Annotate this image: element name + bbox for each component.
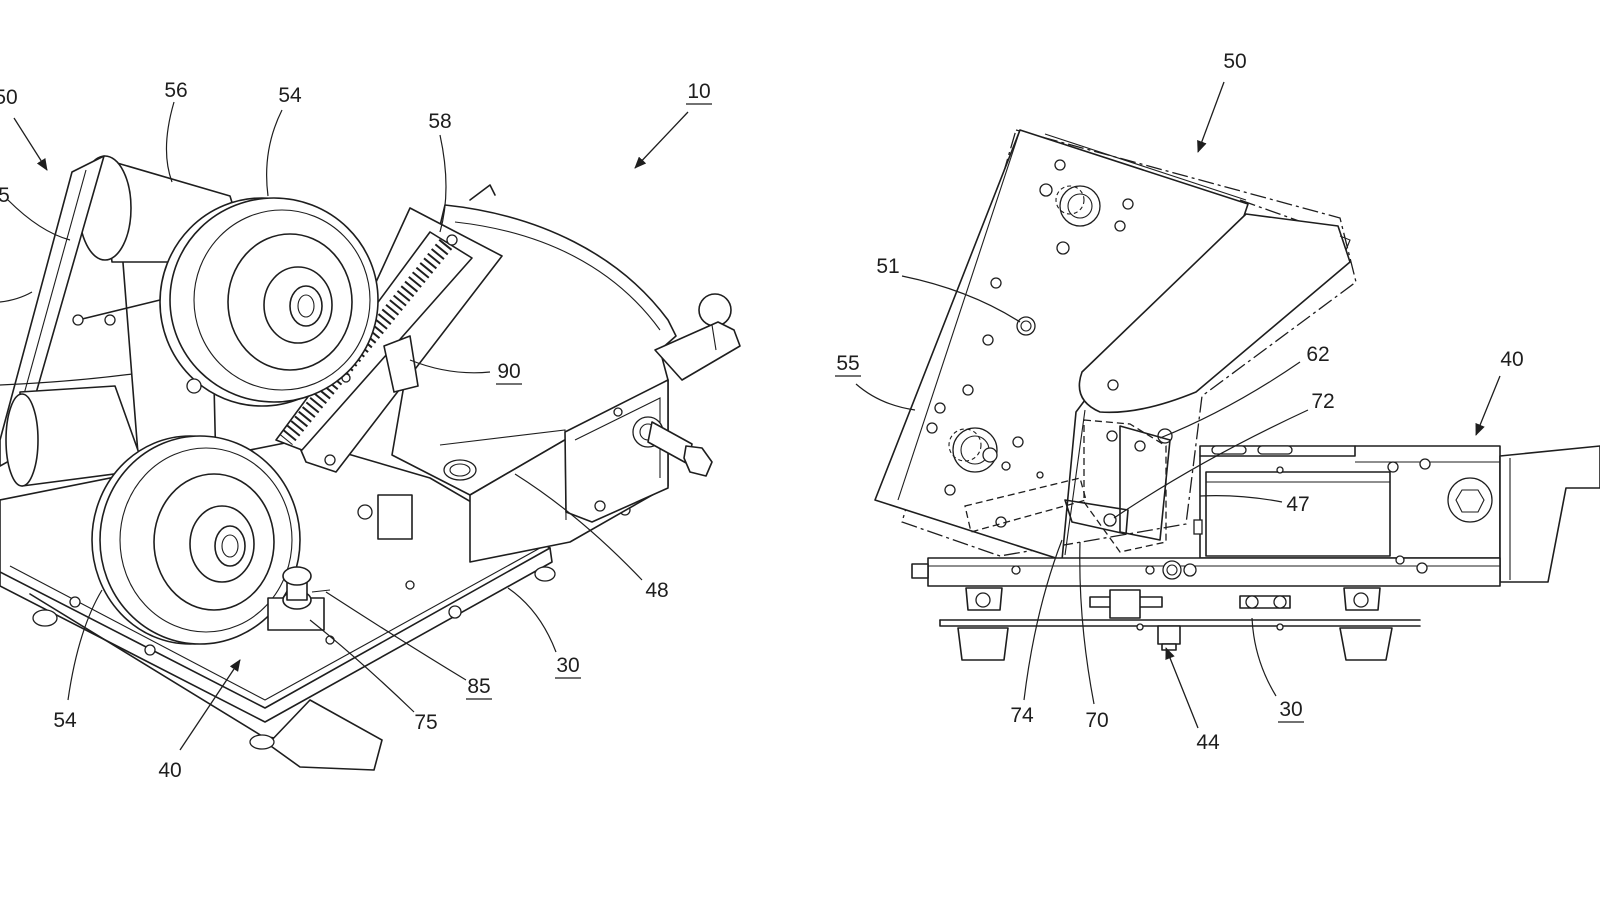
leader-unlabeled-b bbox=[0, 373, 133, 386]
ref-label-58: 58 bbox=[428, 110, 451, 133]
leader-90 bbox=[409, 359, 491, 374]
ref-label-40-left: 40 bbox=[158, 759, 181, 782]
leader-54-bottom bbox=[67, 589, 103, 701]
knob-75 bbox=[267, 566, 331, 631]
right-labels: 50 51 55 62 72 40 47 74 70 44 30 bbox=[835, 50, 1524, 754]
ref-label-47: 47 bbox=[1286, 493, 1309, 516]
ref-label-55-fragment: 5 bbox=[0, 184, 10, 207]
ref-label-48: 48 bbox=[645, 579, 668, 602]
ref-label-54-top: 54 bbox=[278, 84, 302, 107]
leader-48 bbox=[514, 473, 643, 581]
ref-label-30-right: 30 bbox=[1279, 698, 1302, 721]
right-figure: 50 51 55 62 72 40 47 74 70 44 30 bbox=[835, 50, 1600, 754]
inner-box-47 bbox=[1205, 471, 1391, 557]
left-labels: 50 5 56 54 58 10 90 48 30 85 75 54 40 bbox=[0, 79, 712, 782]
ref-label-85: 85 bbox=[467, 675, 490, 698]
ref-label-62: 62 bbox=[1306, 343, 1329, 366]
left-figure: 50 5 56 54 58 10 90 48 30 85 75 54 40 bbox=[0, 79, 741, 782]
end-plate bbox=[564, 379, 669, 523]
housing-extension bbox=[1499, 445, 1600, 583]
leader-40-left bbox=[179, 659, 241, 751]
leader-62 bbox=[1159, 361, 1301, 439]
leader-55-right bbox=[855, 383, 916, 411]
leader-85 bbox=[325, 591, 467, 681]
leader-47 bbox=[1199, 495, 1283, 503]
leader-72 bbox=[1113, 409, 1309, 519]
leader-54-top bbox=[266, 109, 283, 197]
foot-left bbox=[957, 627, 1009, 661]
right-leaders bbox=[855, 81, 1501, 729]
lever-74 bbox=[964, 477, 1087, 533]
leader-50-left bbox=[13, 117, 48, 171]
lower-wheel-54 bbox=[91, 435, 301, 645]
leader-40-right bbox=[1475, 375, 1501, 436]
square-window bbox=[377, 494, 413, 540]
upper-wheel-54 bbox=[159, 197, 379, 407]
ref-label-40-right: 40 bbox=[1500, 348, 1523, 371]
leader-10 bbox=[634, 111, 689, 169]
ref-label-56: 56 bbox=[164, 79, 187, 102]
fitting-44 bbox=[1157, 625, 1181, 645]
shaft-bolt bbox=[632, 416, 713, 477]
leader-30-left bbox=[507, 587, 557, 653]
ref-label-55-right: 55 bbox=[836, 352, 859, 375]
leader-unlabeled-a bbox=[0, 291, 33, 303]
ref-label-50-right: 50 bbox=[1223, 50, 1246, 73]
ref-label-50-left: 50 bbox=[0, 86, 18, 109]
bracket-90 bbox=[383, 335, 419, 393]
pivot-51 bbox=[1016, 316, 1036, 336]
ref-label-10: 10 bbox=[687, 80, 710, 103]
rod bbox=[77, 299, 161, 321]
leader-50-right bbox=[1197, 81, 1225, 153]
ref-label-70: 70 bbox=[1085, 709, 1108, 732]
bracket-72 bbox=[1119, 425, 1171, 541]
ref-label-51: 51 bbox=[876, 255, 899, 278]
leader-44 bbox=[1165, 647, 1199, 729]
base-frame-30 bbox=[911, 555, 1501, 661]
link-70 bbox=[1083, 419, 1167, 553]
ref-label-72: 72 bbox=[1311, 390, 1334, 413]
leader-58 bbox=[439, 134, 447, 233]
foot-right bbox=[1339, 627, 1393, 661]
leader-56 bbox=[165, 101, 175, 183]
leader-55-left bbox=[7, 199, 71, 241]
ref-label-44: 44 bbox=[1196, 731, 1220, 754]
leader-74 bbox=[1023, 539, 1063, 701]
ref-label-74: 74 bbox=[1010, 704, 1034, 727]
foot-tab bbox=[267, 699, 383, 771]
leader-75 bbox=[309, 619, 415, 713]
housing-40 bbox=[1193, 445, 1600, 583]
leader-30-right bbox=[1251, 617, 1277, 697]
link-mechanism bbox=[964, 409, 1171, 556]
pin-ring bbox=[654, 293, 741, 381]
ref-label-75: 75 bbox=[414, 711, 437, 734]
ref-label-54-bottom: 54 bbox=[53, 709, 77, 732]
left-leaders bbox=[0, 101, 689, 751]
leader-51 bbox=[901, 275, 1021, 323]
ref-label-90: 90 bbox=[497, 360, 520, 383]
leader-70 bbox=[1079, 541, 1095, 705]
ref-label-30-left: 30 bbox=[556, 654, 579, 677]
